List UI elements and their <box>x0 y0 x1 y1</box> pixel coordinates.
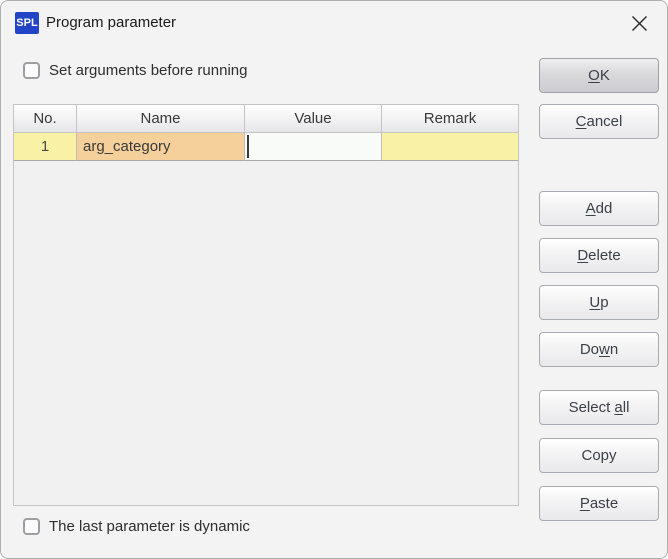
dynamic-parameter-checkbox[interactable] <box>23 518 40 535</box>
column-header-no[interactable]: No. <box>14 105 77 133</box>
titlebar: SPL Program parameter <box>1 1 667 49</box>
column-header-name[interactable]: Name <box>77 105 245 133</box>
name-cell[interactable]: arg_category <box>77 133 245 161</box>
set-arguments-checkbox[interactable] <box>23 62 40 79</box>
close-icon <box>631 15 647 31</box>
table-row: 1 arg_category <box>14 133 518 161</box>
spl-app-icon: SPL <box>15 12 39 34</box>
window-title: Program parameter <box>46 14 177 31</box>
row-number-cell[interactable]: 1 <box>14 133 77 161</box>
remark-cell[interactable] <box>382 133 518 161</box>
close-button[interactable] <box>619 5 659 41</box>
table-header-row: No. Name Value Remark <box>14 105 518 133</box>
column-header-value[interactable]: Value <box>245 105 382 133</box>
dynamic-parameter-label: The last parameter is dynamic <box>49 518 250 535</box>
set-arguments-row: Set arguments before running <box>23 62 247 79</box>
value-cell-input[interactable] <box>245 133 382 161</box>
set-arguments-label: Set arguments before running <box>49 62 248 79</box>
column-header-remark[interactable]: Remark <box>382 105 518 133</box>
text-caret <box>247 135 249 158</box>
parameter-table: No. Name Value Remark 1 arg_category <box>13 104 519 506</box>
dynamic-parameter-row: The last parameter is dynamic <box>23 518 250 535</box>
copy-button[interactable]: Copy <box>539 438 659 473</box>
table-empty-area[interactable] <box>14 161 518 505</box>
